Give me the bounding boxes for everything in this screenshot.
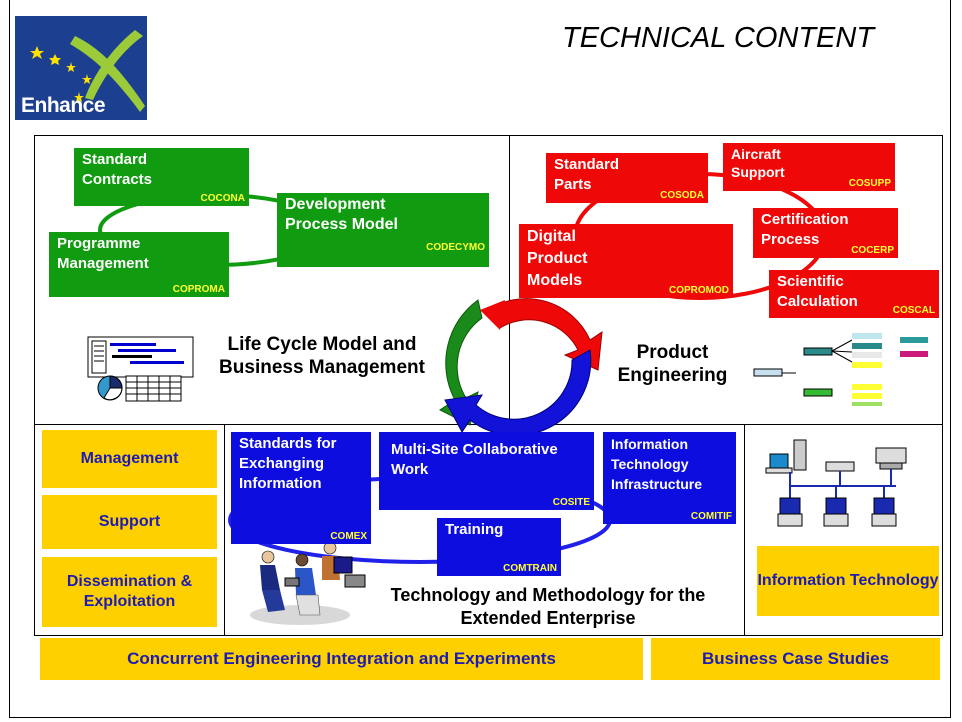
standards-exchanging-code: COMEX — [330, 531, 367, 542]
management-box: Management — [42, 430, 217, 488]
standard-contracts-label: Standard Contracts — [82, 151, 153, 188]
business-case-box: Business Case Studies — [651, 638, 940, 680]
digital-product-models-label: Digital Product Models — [527, 228, 588, 289]
it-infrastructure-label: Information Technology Infrastructure — [611, 436, 703, 492]
training-label: Training — [445, 521, 504, 538]
programme-management-code: COPROMA — [172, 284, 225, 295]
scientific-calculation-box: Scientific Calculation COSCAL — [769, 270, 939, 318]
scientific-calculation-code: COSCAL — [892, 305, 935, 316]
product-engineering-label: Product Engineering — [617, 342, 728, 386]
aircraft-support-label: Aircraft Support — [731, 146, 785, 180]
dissemination-box: Dissemination & Exploitation — [42, 557, 217, 627]
spreadsheet-icon — [125, 375, 182, 402]
standard-contracts-box: Standard Contracts COCONA — [74, 148, 249, 206]
digital-product-models-code: COPROMOD — [669, 285, 729, 296]
standard-parts-box: Standard Parts COSODA — [546, 153, 708, 203]
support-box: Support — [42, 495, 217, 549]
development-process-box: Development Process Model CODECYMO — [277, 193, 489, 267]
programme-management-box: Programme Management COPROMA — [49, 232, 229, 297]
technology-label: Technology and Methodology for the Exten… — [390, 585, 706, 628]
it-panel — [744, 424, 943, 636]
integration-box: Concurrent Engineering Integration and E… — [40, 638, 643, 680]
training-box: Training COMTRAIN — [437, 518, 561, 576]
information-technology-box: Information Technology — [757, 546, 939, 616]
page-title: TECHNICAL CONTENT — [562, 22, 875, 54]
multi-site-label: Multi-Site Collaborative Work — [391, 441, 558, 478]
aircraft-support-code: COSUPP — [848, 178, 891, 189]
cycle-arrows-icon — [439, 298, 603, 437]
enhance-logo: Enhance — [15, 16, 147, 120]
gantt-chart-icon — [87, 336, 194, 378]
slide-frame — [9, 0, 951, 718]
programme-management-label: Programme Management — [57, 235, 149, 272]
aircraft-support-box: Aircraft Support COSUPP — [723, 143, 895, 191]
people-at-computers-icon — [250, 541, 366, 625]
it-infrastructure-code: COMITIF — [690, 511, 732, 522]
certification-process-code: COCERP — [851, 245, 894, 256]
pie-chart-icon — [97, 375, 123, 401]
development-process-code: CODECYMO — [426, 242, 485, 253]
digital-product-models-box: Digital Product Models COPROMOD — [519, 224, 733, 298]
certification-process-box: Certification Process COCERP — [753, 208, 898, 258]
standard-parts-label: Standard Parts — [554, 156, 620, 193]
standard-parts-code: COSODA — [660, 190, 704, 201]
development-process-label: Development Process Model — [285, 196, 398, 233]
multi-site-code: COSITE — [552, 497, 590, 508]
network-computers-icon — [765, 439, 907, 527]
product-tree-icon — [753, 333, 928, 406]
standards-exchanging-box: Standards for Exchanging Information COM… — [231, 432, 371, 544]
scientific-calculation-label: Scientific Calculation — [777, 273, 858, 310]
standard-contracts-code: COCONA — [200, 193, 245, 204]
life-cycle-label: Life Cycle Model and Business Management — [219, 334, 425, 378]
logo-text: Enhance — [21, 94, 106, 117]
multi-site-box: Multi-Site Collaborative Work COSITE — [379, 432, 594, 510]
certification-process-label: Certification Process — [761, 211, 849, 248]
it-infrastructure-box: Information Technology Infrastructure CO… — [603, 432, 736, 524]
standards-exchanging-label: Standards for Exchanging Information — [239, 435, 337, 492]
training-code: COMTRAIN — [503, 563, 557, 574]
